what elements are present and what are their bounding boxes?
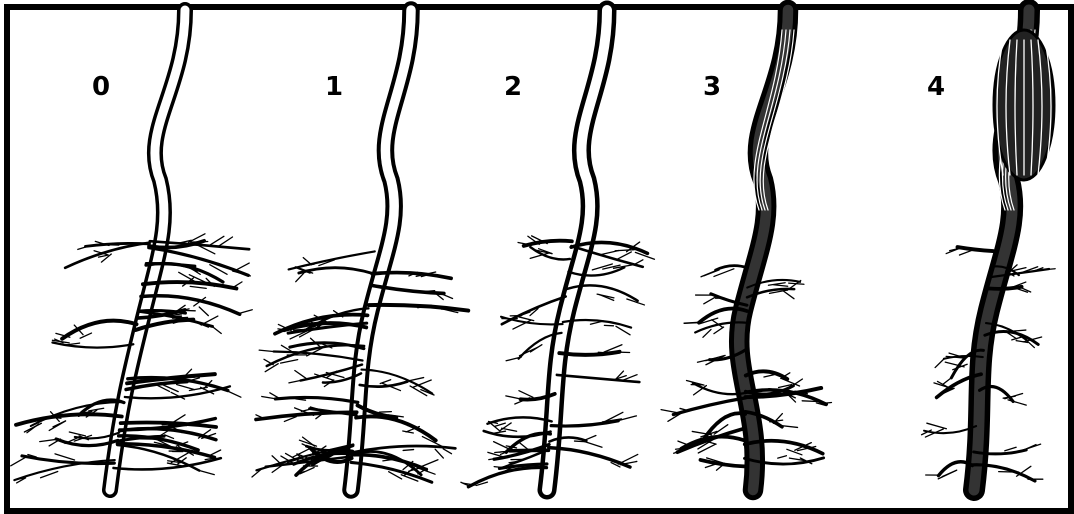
panel-stage-4: 4 bbox=[854, 10, 1065, 508]
panel-stage-1: 1 bbox=[221, 10, 432, 508]
panel-stage-2: 2 bbox=[432, 10, 643, 508]
root-illustration-3 bbox=[643, 10, 854, 508]
panel-stage-0: 0 bbox=[10, 10, 221, 508]
figure-frame: 0 1 2 3 4 bbox=[4, 4, 1074, 514]
root-illustration-1 bbox=[221, 10, 432, 508]
root-illustration-0 bbox=[10, 10, 221, 508]
panel-stage-3: 3 bbox=[643, 10, 854, 508]
root-illustration-2 bbox=[432, 10, 643, 508]
root-illustration-4 bbox=[854, 10, 1065, 508]
